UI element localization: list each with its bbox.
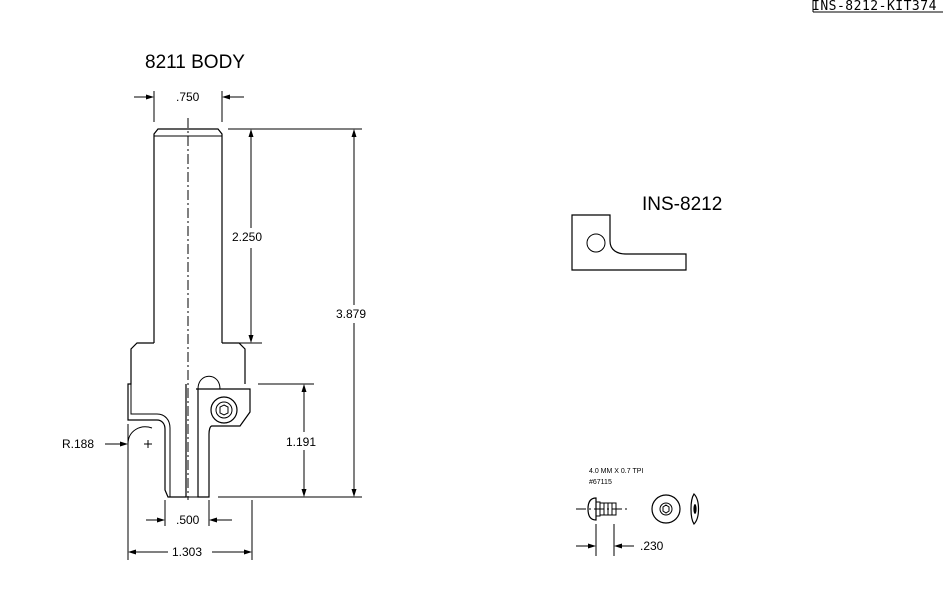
screw-socket (659, 502, 673, 516)
radius-dim: R.188 (62, 437, 94, 451)
screw-relief-arc (197, 375, 221, 390)
dim-arrow (248, 335, 254, 343)
head-right-outline (222, 342, 246, 384)
dim-arrow (157, 517, 165, 523)
screw-length-dim: .230 (640, 539, 664, 553)
insert-mount-hole (586, 233, 606, 253)
dim-arrow (244, 549, 252, 555)
screw-profile-slot (693, 504, 697, 514)
head-outline (127, 342, 187, 498)
screw-head-end (651, 494, 681, 524)
tip-width-dim: .500 (176, 513, 200, 527)
screw-spec: 4.0 MM X 0.7 TPI (589, 468, 643, 475)
screw-head-side (587, 497, 597, 521)
seated-insert (196, 388, 251, 498)
insert-pocket (130, 384, 171, 497)
screw-view: 4.0 MM X 0.7 TPI #67115 .230 (576, 468, 700, 556)
insert-view: INS-8212 (571, 194, 722, 271)
body-view: 8211 BODY R.188 .750 (62, 52, 366, 560)
dim-arrow (614, 543, 622, 549)
dim-arrow (301, 489, 307, 497)
insert-screw-outer (210, 396, 238, 424)
insert-title: INS-8212 (642, 194, 722, 215)
drawing-number: INS-8212-KIT374 (812, 0, 937, 14)
torx-socket-icon (662, 504, 670, 514)
cutting-height-dim: 1.191 (286, 435, 316, 449)
overall-width-dim: 1.303 (172, 545, 202, 559)
dim-arrow (351, 489, 357, 497)
dim-arrow (248, 129, 254, 137)
insert-outline (571, 214, 687, 271)
dim-arrow (146, 94, 154, 100)
insert-screw-head (215, 401, 233, 419)
screw-head-profile (690, 493, 700, 525)
dim-arrow (351, 129, 357, 137)
shank-outline (153, 128, 223, 343)
shank-length-dim: 2.250 (232, 230, 262, 244)
dim-arrow (222, 94, 230, 100)
dim-arrow (301, 384, 307, 392)
screw-part-number: #67115 (589, 479, 612, 486)
title-block: INS-8212-KIT374 (812, 0, 943, 14)
overall-length-dim: 3.879 (336, 307, 366, 321)
dim-arrow (209, 517, 217, 523)
radius-arrow (120, 441, 128, 447)
torx-socket-icon (219, 404, 229, 416)
body-title: 8211 BODY (145, 52, 245, 73)
dim-arrow (128, 549, 136, 555)
dim-arrow (588, 543, 596, 549)
shank-width-dim: .750 (176, 90, 200, 104)
